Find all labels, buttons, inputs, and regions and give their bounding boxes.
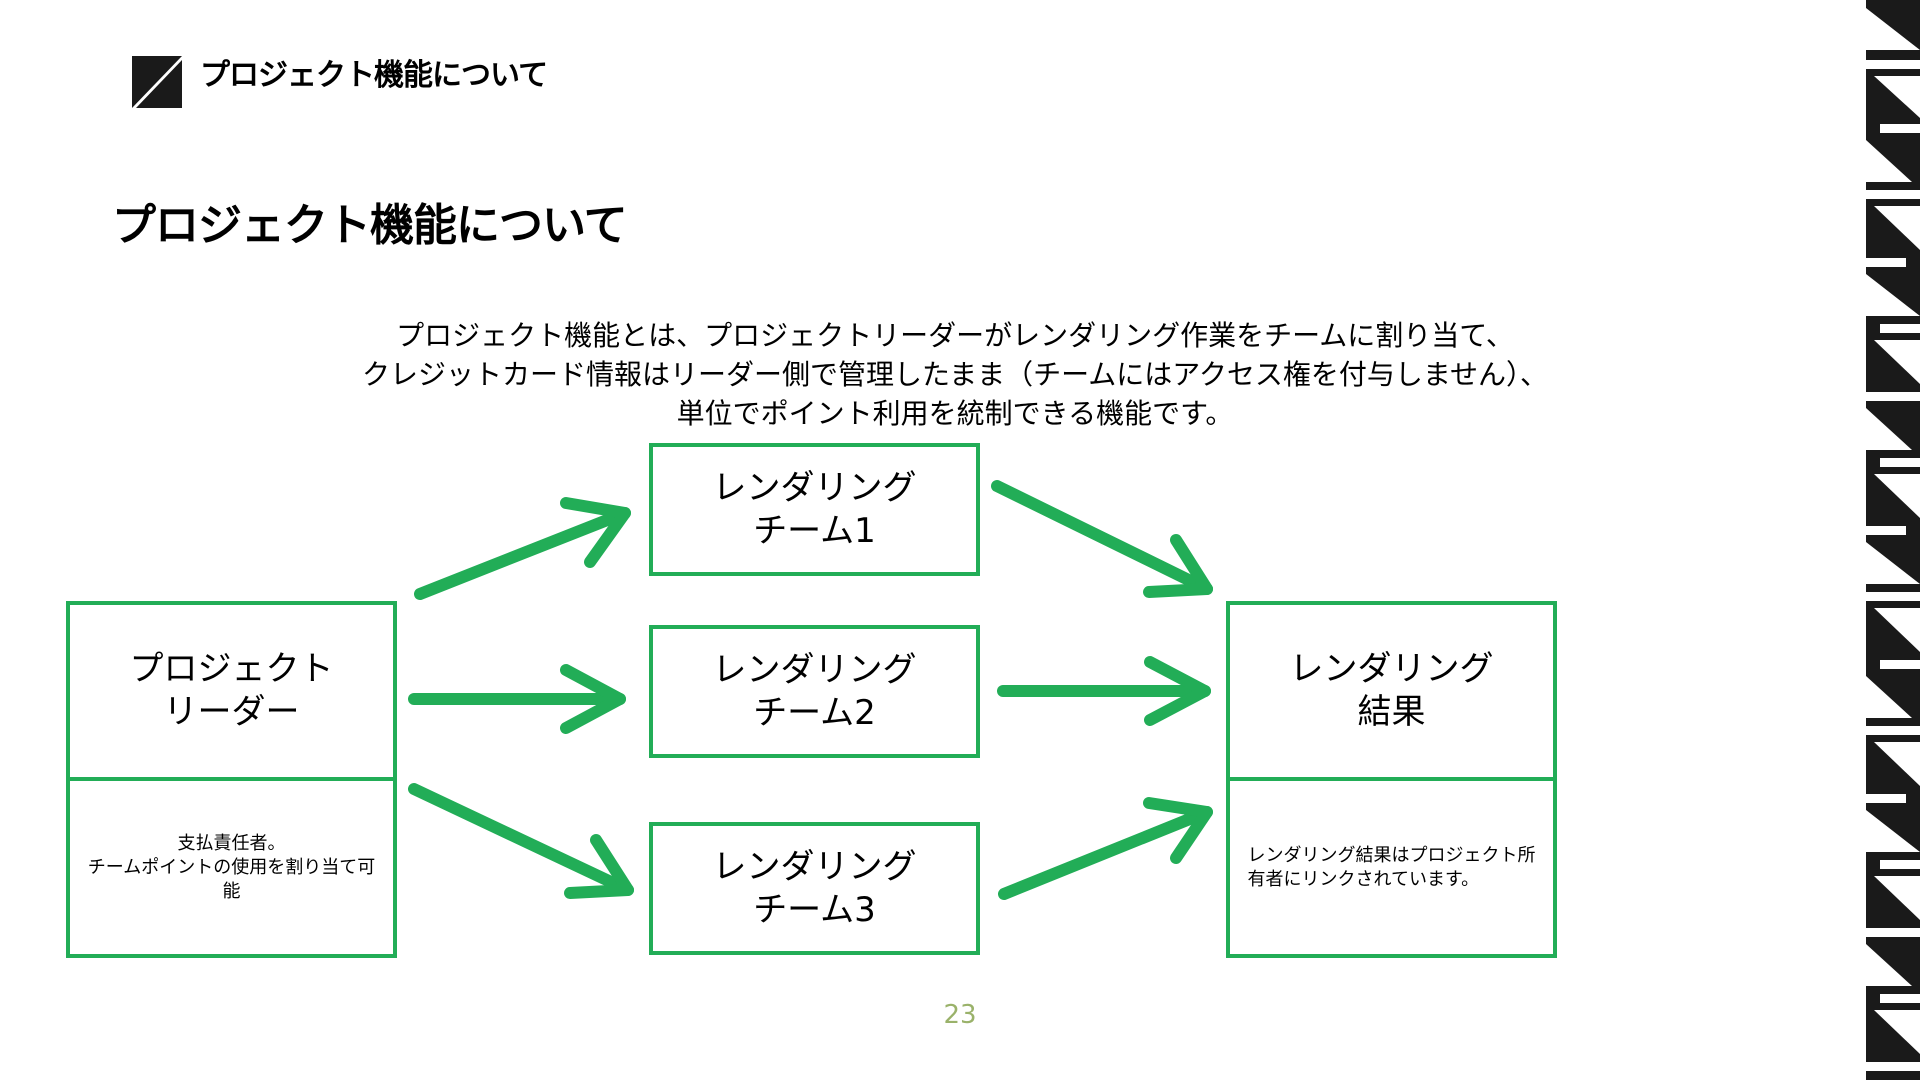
team3-title-line: チーム3 <box>753 889 876 930</box>
arrow-leader-to-team1 <box>414 497 631 600</box>
team2-title: レンダリング チーム2 <box>713 649 917 735</box>
result-title-line: レンダリング <box>1289 649 1494 689</box>
leader-note: 支払責任者。 チームポイントの使用を割り当て可 能 <box>88 832 375 904</box>
arrow-team1-to-result <box>991 480 1213 598</box>
leader-note-line: 支払責任者。 <box>177 832 286 854</box>
leader-title: プロジェクト リーダー <box>130 648 334 734</box>
team3-title-line: レンダリング <box>712 846 917 887</box>
result-note: レンダリング結果はプロジェクト所 有者にリンクされています。 <box>1234 844 1550 892</box>
result-title-line: 結果 <box>1357 692 1426 732</box>
result-note-box: レンダリング結果はプロジェクト所 有者にリンクされています。 <box>1226 777 1557 958</box>
intro-line: クレジットカード情報はリーダー側で管理したまま（チームにはアクセス権を付与しませ… <box>361 358 1549 391</box>
team1-title-line: レンダリング <box>712 467 917 508</box>
result-note-line: レンダリング結果はプロジェクト所 <box>1247 844 1536 866</box>
team2-title-line: チーム2 <box>753 692 876 733</box>
team2-title-line: レンダリング <box>712 649 917 690</box>
leader-title-line: プロジェクト <box>129 649 334 689</box>
page-number: 23 <box>943 1000 977 1030</box>
leader-box: プロジェクト リーダー <box>66 601 397 781</box>
header-title: プロジェクト機能について <box>200 58 548 93</box>
intro-paragraph: プロジェクト機能とは、プロジェクトリーダーがレンダリング作業をチームに割り当て、… <box>260 316 1650 433</box>
arrow-leader-to-team2 <box>408 664 626 734</box>
arrow-team2-to-result <box>997 656 1211 726</box>
leader-title-line: リーダー <box>163 692 300 732</box>
geometric-border-pattern <box>1866 0 1920 1080</box>
team3-box: レンダリング チーム3 <box>649 822 980 955</box>
leader-note-line: チームポイントの使用を割り当て可 <box>87 856 376 878</box>
leader-note-line: 能 <box>222 880 241 902</box>
intro-line: 単位でポイント利用を統制できる機能です。 <box>676 397 1234 430</box>
team1-title: レンダリング チーム1 <box>713 467 917 553</box>
result-box: レンダリング 結果 <box>1226 601 1557 781</box>
team1-title-line: チーム1 <box>753 510 876 551</box>
team3-title: レンダリング チーム3 <box>713 846 917 932</box>
page-title: プロジェクト機能について <box>112 200 628 251</box>
intro-line: プロジェクト機能とは、プロジェクトリーダーがレンダリング作業をチームに割り当て、 <box>396 319 1514 352</box>
result-title: レンダリング 結果 <box>1290 648 1494 734</box>
diagonal-square-logo-icon <box>132 56 182 108</box>
team1-box: レンダリング チーム1 <box>649 443 980 576</box>
arrow-leader-to-team3 <box>408 783 634 899</box>
arrow-team3-to-result <box>998 797 1213 900</box>
leader-note-box: 支払責任者。 チームポイントの使用を割り当て可 能 <box>66 777 397 958</box>
result-note-line: 有者にリンクされています。 <box>1247 868 1480 890</box>
team2-box: レンダリング チーム2 <box>649 625 980 758</box>
